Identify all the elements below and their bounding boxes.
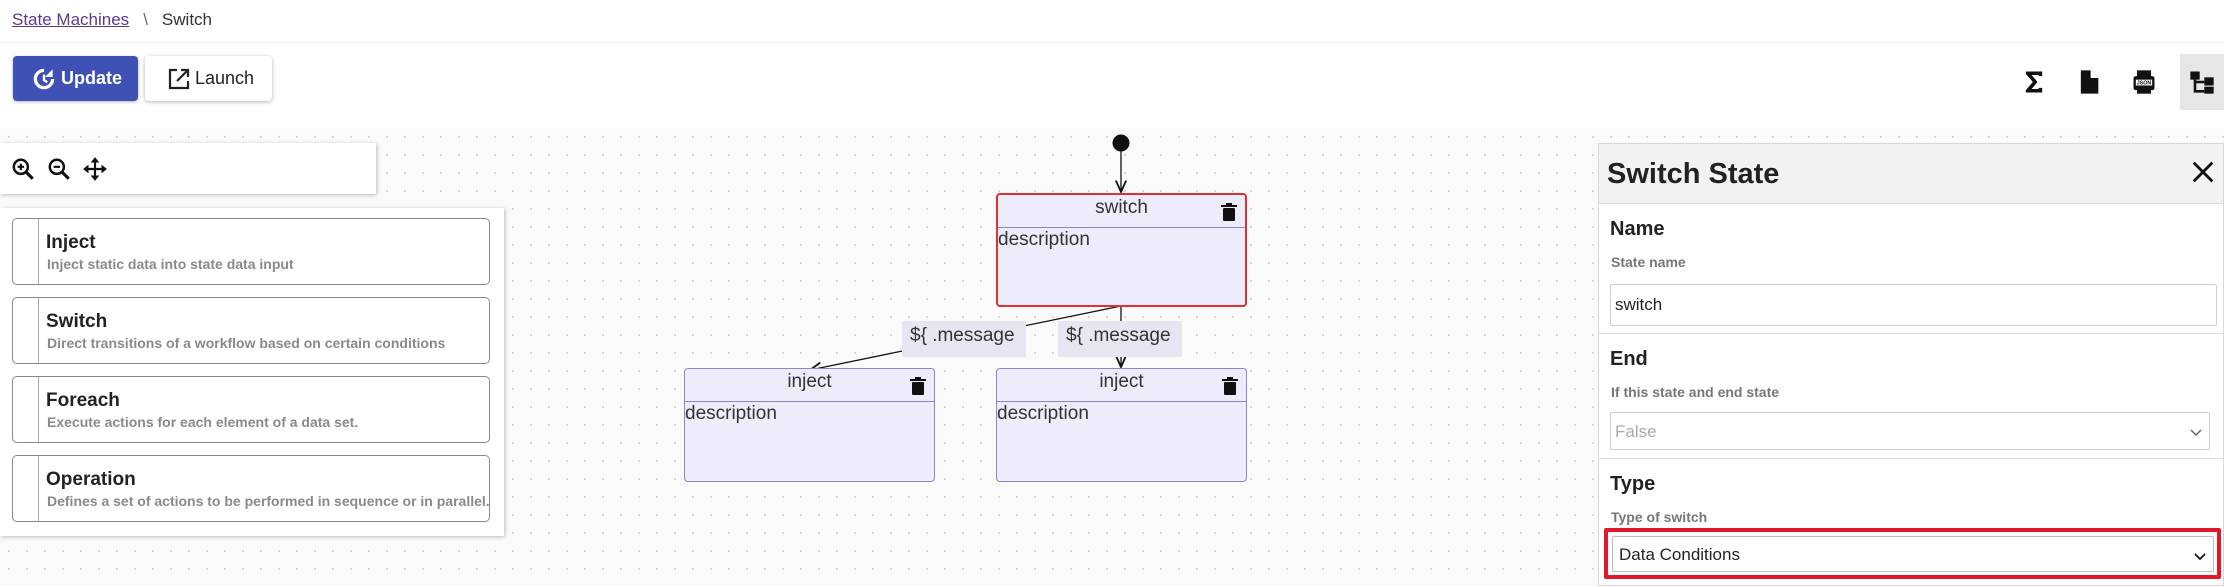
field-label: State name (1611, 254, 1686, 270)
trash-icon[interactable] (910, 377, 926, 395)
palette-item-desc: Direct transitions of a workflow based o… (47, 335, 446, 351)
state-name: switch (1095, 197, 1148, 218)
drag-handle[interactable] (13, 298, 39, 363)
edge-label-text: ${ .message (1066, 325, 1171, 346)
palette-item-desc: Inject static data into state data input (47, 256, 294, 272)
zoom-in-icon[interactable] (8, 154, 38, 184)
palette-item-switch[interactable]: Switch Direct transitions of a workflow … (12, 297, 490, 364)
section-title: End (1610, 348, 1648, 370)
drag-handle[interactable] (13, 219, 39, 284)
sigma-icon[interactable] (2014, 62, 2054, 102)
field-label: Type of switch (1611, 509, 1708, 525)
state-palette: Inject Inject static data into state dat… (0, 208, 504, 536)
refresh-icon (33, 68, 55, 89)
palette-item-title: Inject (46, 232, 96, 253)
palette-item-desc: Execute actions for each element of a da… (47, 414, 359, 430)
state-description: description (998, 229, 1090, 250)
breadcrumb-current: Switch (161, 10, 212, 29)
section-title: Type (1610, 473, 1656, 495)
document-icon[interactable] (2069, 62, 2109, 102)
state-node-inject[interactable]: inject description (684, 368, 935, 482)
header-divider (0, 42, 2224, 43)
state-description: description (685, 403, 777, 424)
breadcrumb: State Machines \ Switch (12, 9, 212, 31)
launch-button[interactable]: Launch (145, 56, 272, 101)
chevron-down-icon (2194, 553, 2206, 561)
chevron-down-icon (2190, 429, 2202, 437)
drag-handle[interactable] (13, 377, 39, 442)
state-divider (685, 401, 934, 402)
panel-title: Switch State (1607, 158, 1780, 190)
palette-item-inject[interactable]: Inject Inject static data into state dat… (12, 218, 490, 285)
state-node-switch[interactable]: switch description (996, 193, 1247, 307)
palette-item-title: Foreach (46, 390, 120, 411)
field-label: If this state and end state (1611, 384, 1780, 400)
highlight-box (1604, 528, 2221, 579)
close-icon[interactable] (2189, 158, 2217, 186)
properties-panel: Switch State Name State name switch End … (1598, 143, 2224, 586)
edge-label-condition[interactable]: ${ .message (1058, 321, 1182, 357)
select-value: Data Conditions (1619, 545, 1740, 564)
update-button-label: Update (61, 68, 123, 88)
type-section: Type Type of switch (1599, 459, 2223, 587)
trash-icon[interactable] (1222, 377, 1238, 395)
edge-label-text: ${ .message (910, 325, 1015, 346)
state-node-inject[interactable]: inject description (996, 368, 1247, 482)
select-value: False (1615, 422, 1657, 441)
move-icon[interactable] (80, 154, 110, 184)
trash-icon[interactable] (1221, 203, 1237, 221)
end-state-select[interactable]: False (1610, 412, 2210, 450)
breadcrumb-separator: \ (143, 10, 148, 29)
breadcrumb-link-state-machines[interactable]: State Machines (12, 10, 130, 29)
launch-button-label: Launch (195, 68, 255, 88)
panel-header: Switch State (1599, 144, 2223, 204)
state-description: description (997, 403, 1089, 424)
state-name: inject (1099, 371, 1144, 392)
palette-item-operation[interactable]: Operation Defines a set of actions to be… (12, 455, 490, 522)
palette-item-foreach[interactable]: Foreach Execute actions for each element… (12, 376, 490, 443)
drag-handle[interactable] (13, 456, 39, 521)
state-divider (997, 401, 1246, 402)
end-section: End If this state and end state False (1599, 334, 2223, 459)
json-icon[interactable]: JSON (2124, 62, 2164, 102)
zoom-out-icon[interactable] (44, 154, 74, 184)
zoom-controls (0, 143, 376, 194)
palette-item-desc: Defines a set of actions to be performed… (47, 493, 490, 509)
state-name-input[interactable]: switch (1610, 284, 2217, 326)
section-title: Name (1610, 218, 1665, 240)
tree-view-icon[interactable] (2180, 54, 2224, 110)
update-button[interactable]: Update (13, 56, 138, 101)
switch-type-select[interactable]: Data Conditions (1612, 536, 2214, 572)
svg-text:JSON: JSON (2137, 81, 2152, 87)
state-divider (998, 227, 1245, 228)
external-link-icon (168, 68, 190, 89)
edge-label-condition[interactable]: ${ .message (902, 321, 1026, 357)
palette-item-title: Operation (46, 469, 136, 490)
view-toolbar: JSON (2014, 54, 2224, 110)
state-name: inject (787, 371, 832, 392)
palette-item-title: Switch (46, 311, 108, 332)
name-section: Name State name switch (1599, 204, 2223, 334)
